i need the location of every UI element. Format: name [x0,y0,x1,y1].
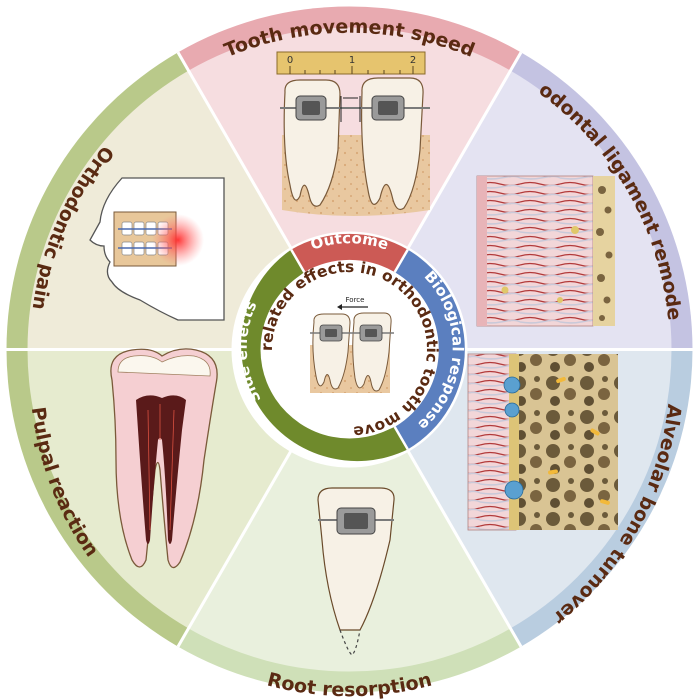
root-illustration [317,487,395,656]
ruler-tick-1: 1 [349,55,355,66]
speed-illustration: 0 1 2 [276,51,430,216]
biological-segment [394,249,465,450]
bone-illustration [467,353,618,531]
inner-ring-dividers [290,248,409,451]
force-label: Force [346,296,365,304]
outcome-segment [291,233,408,273]
pain-glow [152,214,204,266]
pulp-illustration [110,348,218,569]
ruler-tick-2: 2 [410,55,416,66]
pain-illustration [89,177,225,321]
core-illustration: Force [310,296,394,393]
ruler [276,51,426,75]
pdl-illustration [476,175,615,327]
ruler-tick-0: 0 [287,55,293,66]
